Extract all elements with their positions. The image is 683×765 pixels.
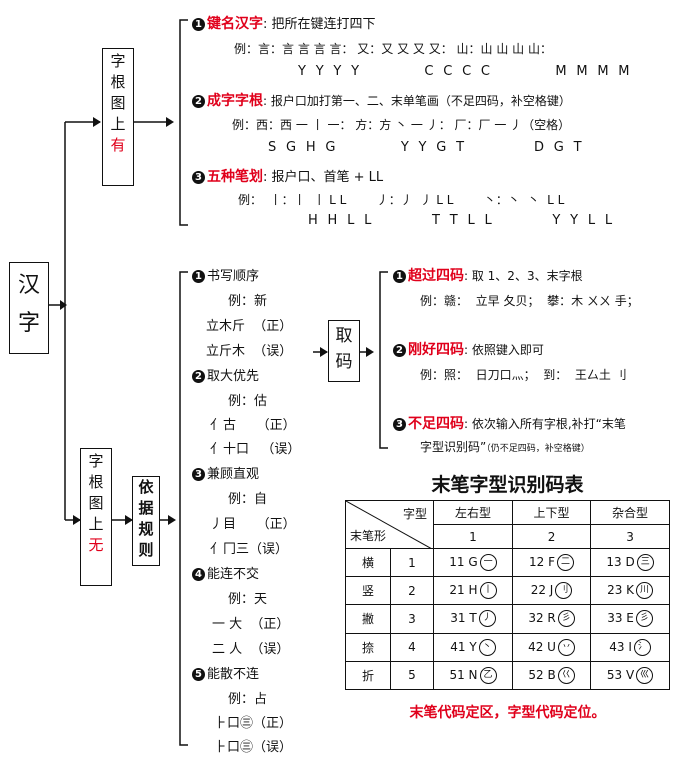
- type-num-3: 3: [590, 524, 670, 549]
- type-num-1: 1: [433, 524, 513, 549]
- rule2-wrong: 亻十口 （误）: [210, 442, 301, 457]
- type-header-2: 上下型: [511, 500, 592, 525]
- branch-none-box: 字 根 图 上 无: [80, 448, 112, 586]
- table-footer: 末笔代码定区，字型代码定位。: [409, 705, 606, 721]
- rule4-correct: 一 大 （正）: [212, 617, 290, 632]
- has-s3-codes: H H L L T T L L Y Y L L: [308, 213, 613, 228]
- rule1-wrong: 立斤木 （误）: [206, 344, 293, 359]
- rule2-example: 例：估: [228, 394, 268, 409]
- rule3-wrong: 亻冂三（误）: [210, 542, 289, 557]
- rule5-example: 例：占: [228, 692, 268, 707]
- take3-desc-cont: 字型识别码”（仍不足四码，补空格键）: [420, 440, 590, 454]
- type-header-1: 左右型: [433, 500, 513, 525]
- branch-has-box: 字 根 图 上 有: [102, 48, 134, 186]
- has-s1-codes: Y Y Y Y C C C C M M M M: [298, 64, 631, 79]
- rule3-correct: 丿目 （正）: [210, 517, 296, 532]
- take-box: 取 码: [328, 320, 360, 382]
- has-s2-example: 例：西：西 一 丨 一： 方：方 丶 一 丿： 厂：厂 一 丿（空格）: [232, 118, 571, 132]
- rule5-wrong: ⺊口㊂（误）: [214, 740, 293, 755]
- rule5-correct: ⺊口㊂（正）: [214, 716, 293, 731]
- rule2-correct: 亻古 （正）: [210, 418, 296, 433]
- rule1-example: 例：新: [228, 294, 268, 309]
- rule3-example: 例：自: [228, 492, 268, 507]
- table-corner: 字型 末笔形: [345, 500, 434, 549]
- rule4-example: 例：天: [228, 592, 268, 607]
- has-s1-example: 例：言：言 言 言 言： 又：又 又 又 又： 山：山 山 山 山：: [234, 42, 552, 56]
- table-title: 末笔字型识别码表: [431, 474, 584, 496]
- type-header-3: 杂合型: [590, 500, 670, 525]
- has-s2-codes: S G H G Y Y G T D G T: [268, 140, 583, 155]
- take2-example: 例：照： 日刀口灬； 到： 王厶土 刂: [420, 368, 627, 382]
- rule1-correct: 立木斤 （正）: [206, 319, 293, 334]
- take1-example: 例：赣： 立早 夂贝； 攀：木 ㄨㄨ 手；: [420, 294, 639, 308]
- rules-box: 依 据 规 则: [132, 476, 160, 566]
- corner-diagonal: [346, 501, 432, 549]
- root-box: 汉 字: [9, 262, 49, 354]
- type-num-2: 2: [511, 524, 592, 549]
- rule4-wrong: 二 人 （误）: [212, 642, 290, 657]
- has-s3-example: 例： 丨：丨 丨 L L 丿：丿 丿 L L 丶：丶 丶 L L: [238, 193, 565, 207]
